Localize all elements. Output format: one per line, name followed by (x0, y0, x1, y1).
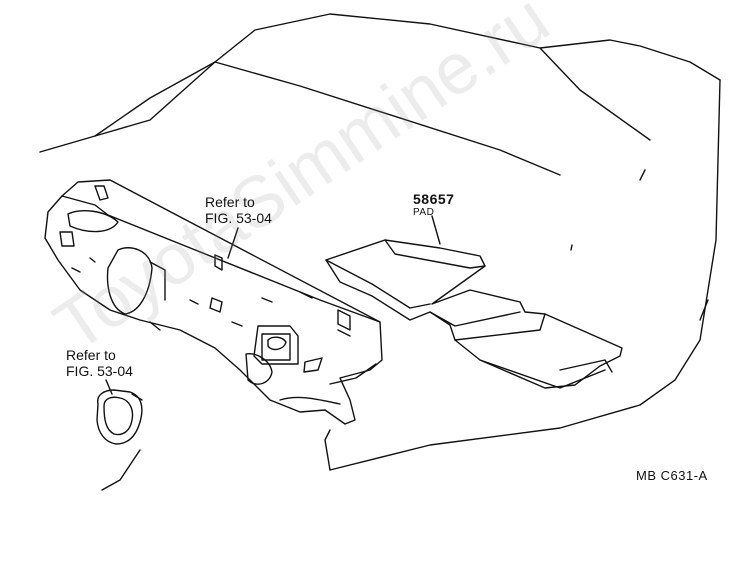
plug-reference-line2: FIG. 53-04 (66, 363, 133, 379)
plug-reference-callout: Refer to FIG. 53-04 (66, 347, 133, 379)
vehicle-body-outline (39, 13, 721, 491)
plug-reference-line1: Refer to (66, 347, 116, 363)
panel-reference-line2: FIG. 53-04 (205, 210, 272, 226)
panel-reference-callout: Refer to FIG. 53-04 (205, 194, 272, 226)
pad-callout: 58657 PAD (413, 191, 454, 218)
pad-part-name: PAD (413, 207, 435, 218)
pad-part-number: 58657 (413, 191, 455, 207)
dash-panel (44, 179, 383, 425)
panel-leader-line (227, 227, 239, 259)
plug-leader-line (105, 379, 113, 395)
grommet-plug (96, 389, 143, 445)
pad-part (325, 239, 623, 389)
panel-reference-line1: Refer to (205, 194, 255, 210)
pad-leader-line (431, 215, 441, 245)
diagram-code: MB C631-A (636, 468, 708, 483)
